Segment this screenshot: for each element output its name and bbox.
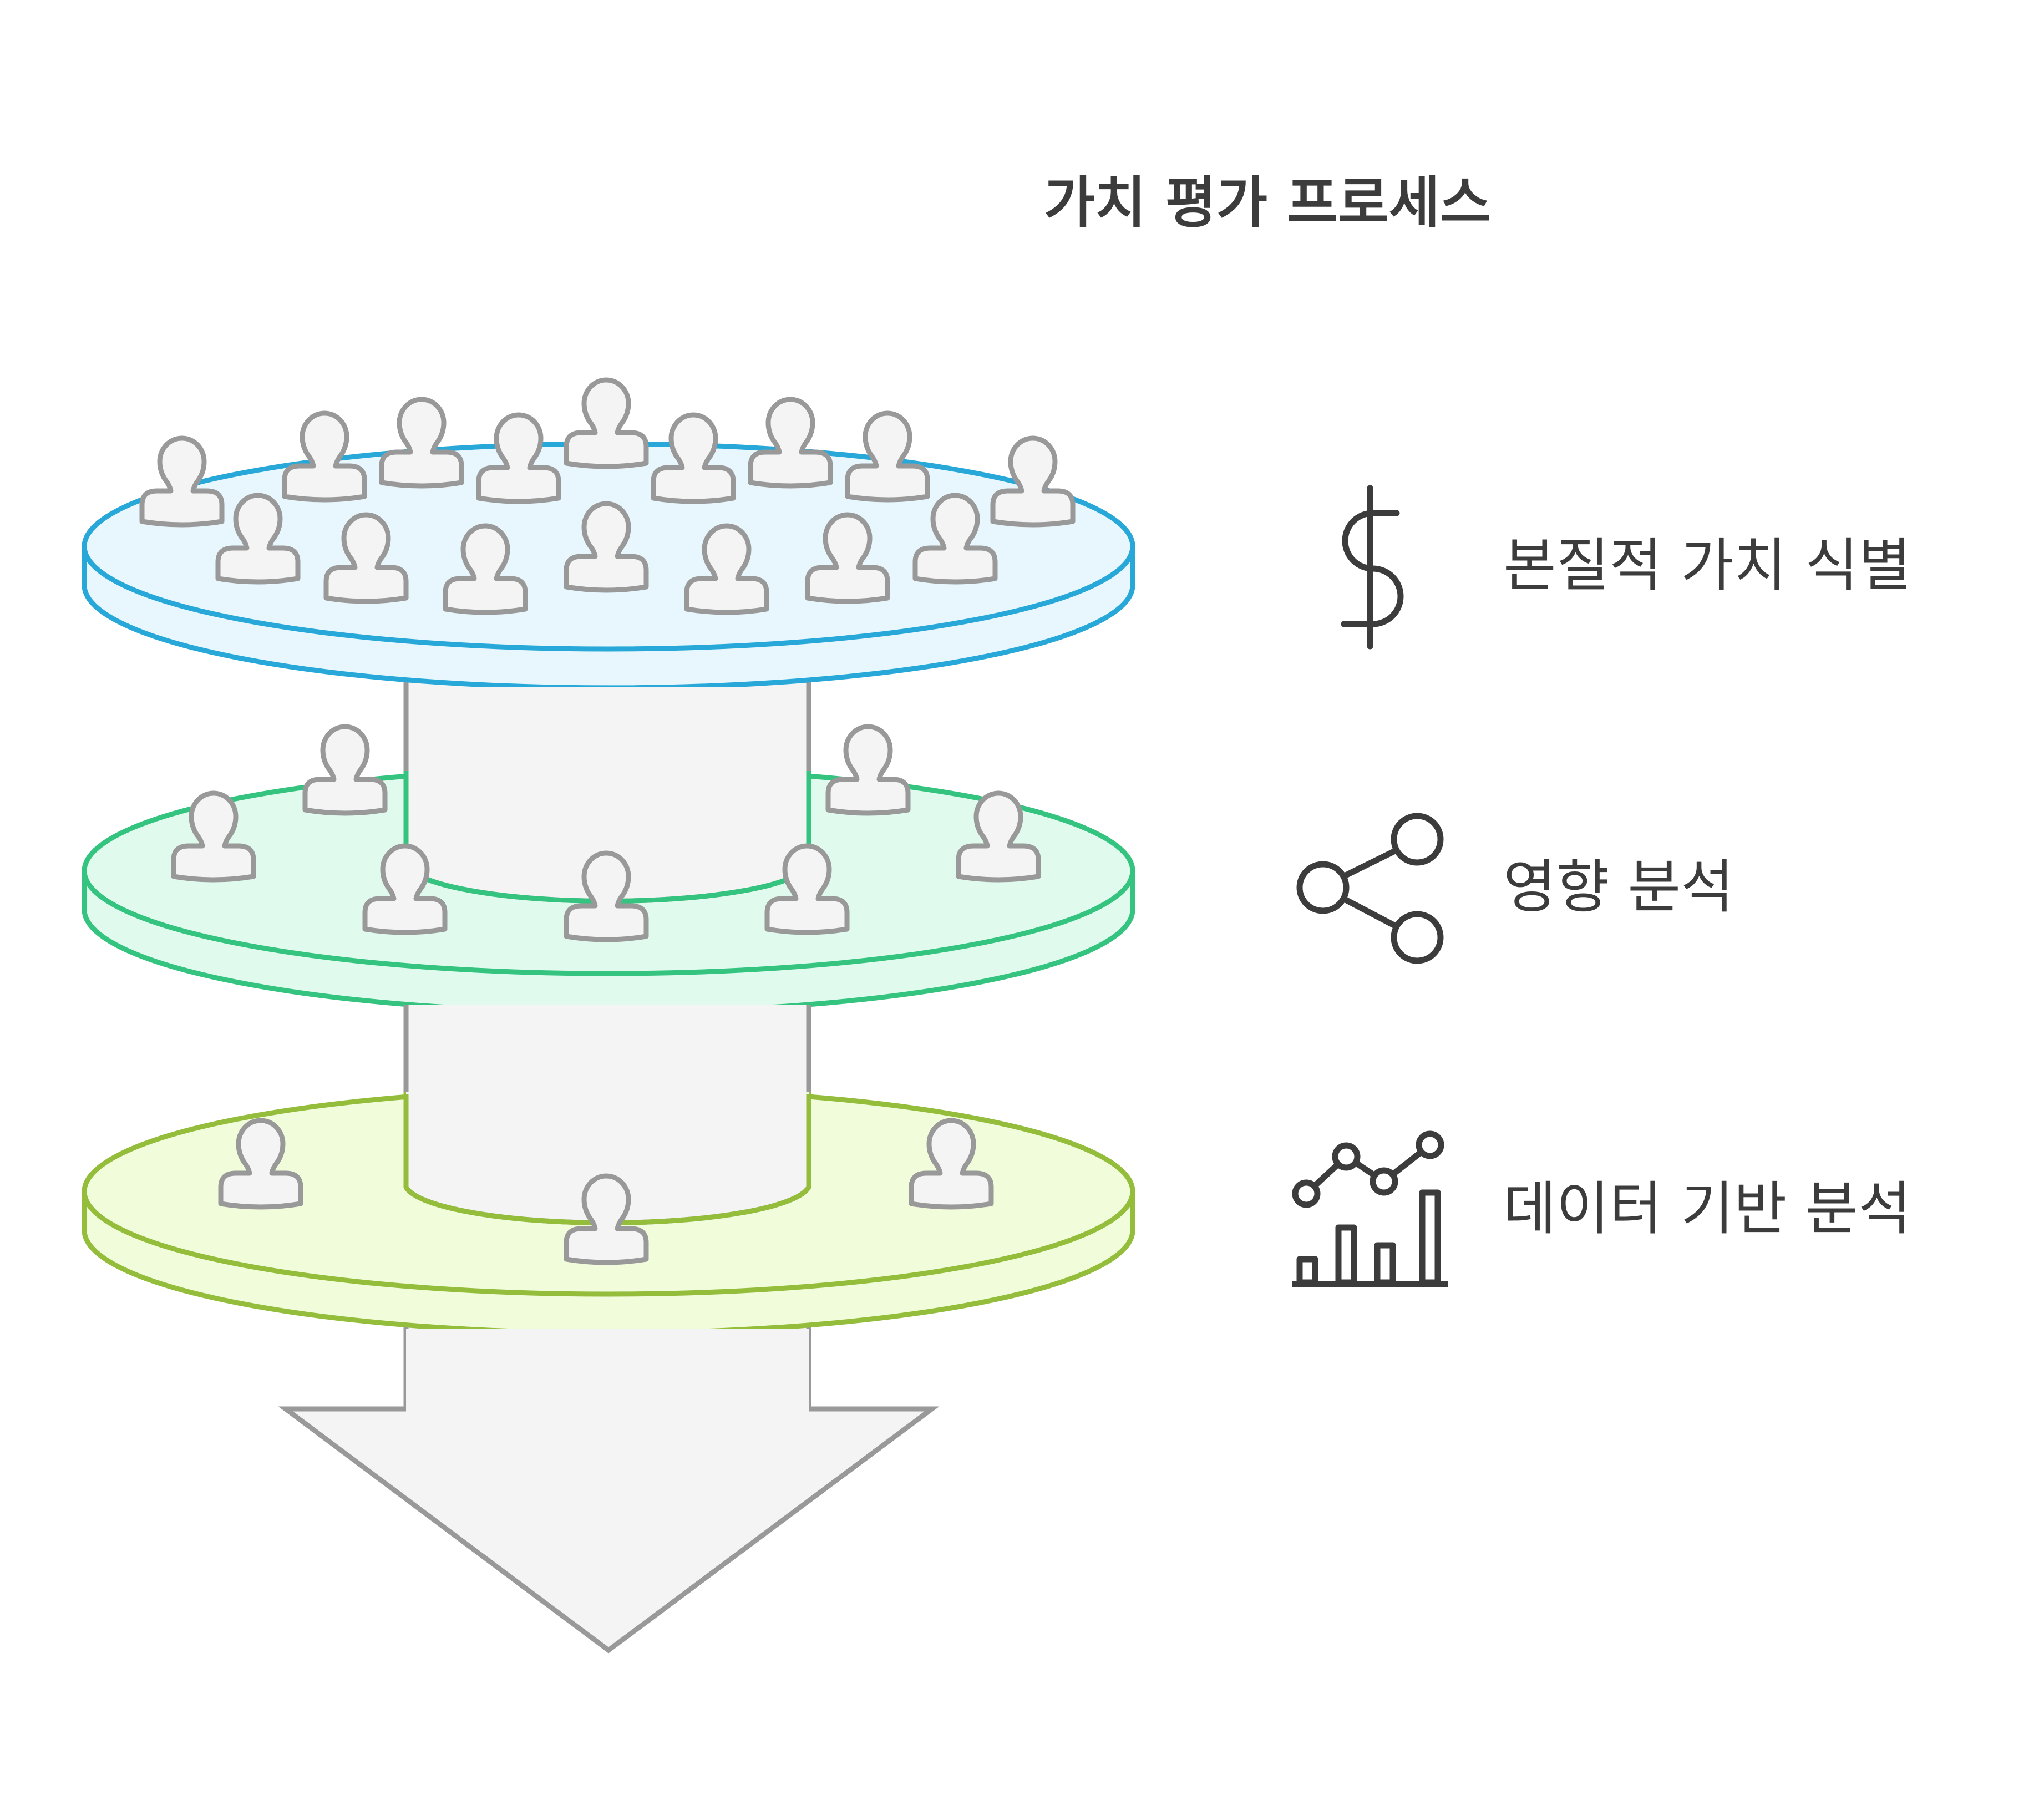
legend-item-2: 영향 분석	[1296, 813, 1734, 964]
tier-2-platform	[82, 724, 1135, 1026]
person-icon	[171, 790, 256, 883]
person-icon	[956, 790, 1041, 883]
tier-1-platform	[82, 377, 1135, 691]
tier-3-platform	[82, 1086, 1135, 1336]
share-icon	[1296, 813, 1444, 964]
person-icon	[564, 1173, 649, 1265]
person-icon	[139, 435, 225, 528]
person-icon	[764, 843, 850, 935]
person-icon	[443, 523, 528, 615]
funnel-stem-upper	[403, 687, 811, 771]
tier-1-label: 본질적 가치 식별	[1503, 531, 1911, 599]
people-group-tier-1	[139, 377, 1076, 615]
person-icon	[564, 501, 649, 593]
funnel-stem-bottom	[406, 1329, 809, 1412]
diagram-title: 가치 평가 프로세스	[1044, 170, 1491, 235]
person-icon	[748, 397, 833, 489]
dollar-icon	[1341, 485, 1404, 650]
person-icon	[564, 850, 649, 942]
person-icon	[362, 843, 448, 935]
funnel-stem-lower	[403, 1005, 811, 1094]
person-icon	[805, 512, 890, 604]
person-icon	[282, 410, 367, 503]
person-icon	[912, 493, 998, 585]
person-icon	[990, 435, 1076, 528]
legend-item-3: 데이터 기반 분석	[1292, 1130, 1911, 1287]
tier-2-label: 영향 분석	[1503, 853, 1734, 921]
person-icon	[909, 1118, 994, 1210]
person-icon	[684, 523, 769, 615]
person-icon	[476, 412, 561, 504]
person-icon	[651, 412, 736, 504]
people-group-tier-3	[218, 1118, 994, 1265]
analytics-chart-icon	[1292, 1130, 1448, 1287]
person-icon	[218, 1118, 303, 1210]
tier-3-label: 데이터 기반 분석	[1503, 1175, 1911, 1243]
legend-item-1: 본질적 가치 식별	[1341, 485, 1911, 650]
person-icon	[379, 397, 464, 489]
person-icon	[323, 512, 409, 604]
people-group-tier-2	[171, 724, 1041, 942]
person-icon	[564, 377, 649, 469]
person-icon	[215, 493, 301, 585]
person-icon	[302, 724, 388, 816]
person-icon	[845, 410, 930, 503]
person-icon	[825, 724, 911, 816]
